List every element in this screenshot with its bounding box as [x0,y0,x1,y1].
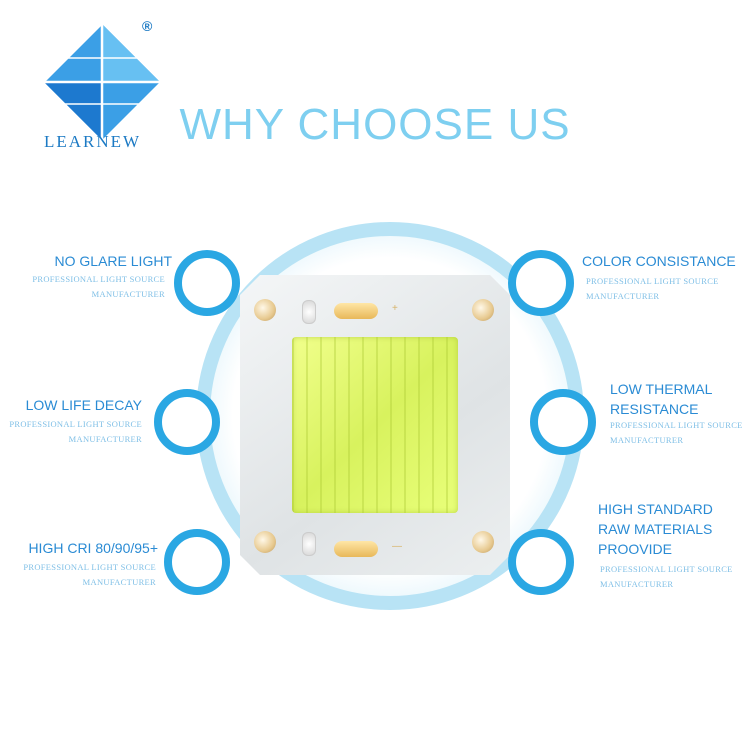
negative-mark: — [392,541,402,552]
feature-ring-high-standard [508,529,574,595]
mount-hole-top-right [472,299,494,321]
feature-sub2-high-cri: MANUFACTURER [82,577,156,587]
feature-sub1-low-life-decay: PROFESSIONAL LIGHT SOURCE [9,419,142,429]
feature-title-low-thermal-2: RESISTANCE [610,401,699,417]
mount-hole-bottom-left [254,531,276,553]
feature-title-high-standard-3: PROOVIDE [598,541,672,557]
feature-sub1-high-standard: PROFESSIONAL LIGHT SOURCE [600,564,733,574]
feature-sub2-low-life-decay: MANUFACTURER [68,434,142,444]
feature-ring-no-glare [174,250,240,316]
positive-mark: + [392,303,398,314]
feature-sub1-low-thermal: PROFESSIONAL LIGHT SOURCE [610,420,743,430]
mount-hole-top-left [254,299,276,321]
feature-ring-high-cri [164,529,230,595]
feature-title-high-standard-2: RAW MATERIALS [598,521,713,537]
mount-hole-bottom-right [472,531,494,553]
phosphor-area [292,337,458,513]
small-hole-bottom [302,532,316,556]
feature-title-color-consistance: COLOR CONSISTANCE [582,253,736,269]
page-title: WHY CHOOSE US [179,100,571,149]
feature-title-high-cri: HIGH CRI 80/90/95+ [28,540,158,556]
feature-title-low-thermal-1: LOW THERMAL [610,381,713,397]
feature-title-high-standard-1: HIGH STANDARD [598,501,713,517]
small-hole-top [302,300,316,324]
feature-ring-low-life-decay [154,389,220,455]
feature-sub1-high-cri: PROFESSIONAL LIGHT SOURCE [23,562,156,572]
feature-sub1-color-consistance: PROFESSIONAL LIGHT SOURCE [586,276,719,286]
brand-name: LEARNEW [44,132,142,151]
learnew-logo [43,23,160,140]
feature-title-no-glare: NO GLARE LIGHT [54,253,172,269]
registered-mark: ® [142,18,153,34]
phosphor-pattern [292,337,458,513]
solder-pad-positive [334,303,378,319]
feature-sub1-no-glare: PROFESSIONAL LIGHT SOURCE [32,274,165,284]
solder-pad-negative [334,541,378,557]
feature-sub2-color-consistance: MANUFACTURER [586,291,660,301]
feature-ring-color-consistance [508,250,574,316]
cob-led-chip: + — [240,275,510,575]
feature-sub2-no-glare: MANUFACTURER [91,289,165,299]
feature-sub2-low-thermal: MANUFACTURER [610,435,684,445]
feature-sub2-high-standard: MANUFACTURER [600,579,674,589]
feature-title-low-life-decay: LOW LIFE DECAY [25,397,142,413]
feature-ring-low-thermal [530,389,596,455]
